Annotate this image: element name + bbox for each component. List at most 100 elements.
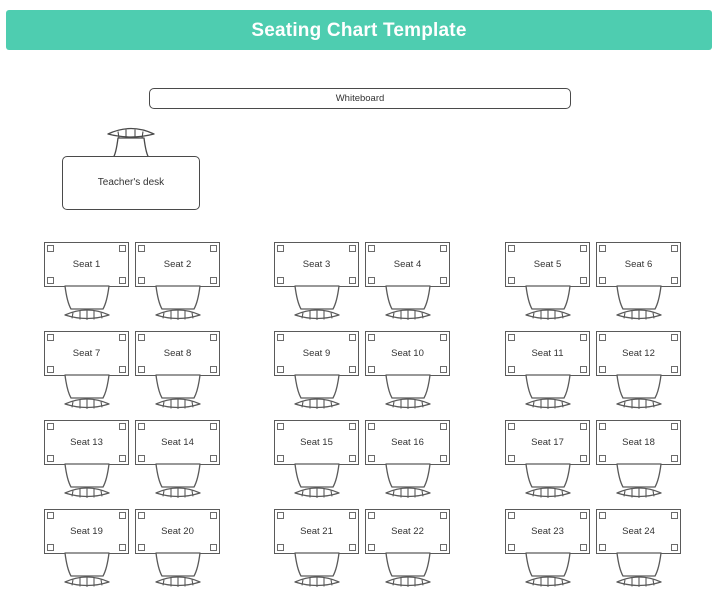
seat-desk-shape[interactable]: Seat 21 [274,509,359,554]
desk-corner-icon [599,334,606,341]
seat-unit[interactable]: Seat 19 [44,509,129,594]
seat-desk-shape[interactable]: Seat 23 [505,509,590,554]
seat-desk-shape[interactable]: Seat 1 [44,242,129,287]
seat-unit[interactable]: Seat 12 [596,331,681,416]
chair-icon[interactable] [287,463,347,501]
chair-icon[interactable] [378,552,438,590]
desk-corner-icon [671,245,678,252]
seat-desk-shape[interactable]: Seat 7 [44,331,129,376]
chair-icon[interactable] [518,463,578,501]
desk-corner-icon [210,245,217,252]
desk-corner-icon [671,512,678,519]
seat-unit[interactable]: Seat 15 [274,420,359,505]
chair-icon[interactable] [378,285,438,323]
chair-icon[interactable] [148,463,208,501]
seat-unit[interactable]: Seat 7 [44,331,129,416]
seat-desk-shape[interactable]: Seat 22 [365,509,450,554]
seat-unit[interactable]: Seat 3 [274,242,359,327]
seat-unit[interactable]: Seat 24 [596,509,681,594]
chair-icon[interactable] [609,463,669,501]
desk-corner-icon [349,277,356,284]
seat-label: Seat 18 [622,436,655,448]
desk-corner-icon [47,245,54,252]
chair-icon[interactable] [518,552,578,590]
seat-unit[interactable]: Seat 4 [365,242,450,327]
chair-icon[interactable] [518,285,578,323]
desk-corner-icon [368,245,375,252]
desk-corner-icon [47,366,54,373]
chair-icon[interactable] [57,374,117,412]
seat-unit[interactable]: Seat 13 [44,420,129,505]
chair-icon[interactable] [609,374,669,412]
seat-unit[interactable]: Seat 16 [365,420,450,505]
seat-label: Seat 9 [302,347,331,359]
seat-unit[interactable]: Seat 23 [505,509,590,594]
chair-icon[interactable] [287,374,347,412]
chair-icon[interactable] [148,552,208,590]
desk-corner-icon [599,512,606,519]
seat-unit[interactable]: Seat 5 [505,242,590,327]
seat-unit[interactable]: Seat 2 [135,242,220,327]
desk-corner-icon [508,544,515,551]
page-title: Seating Chart Template [251,19,467,41]
chair-icon[interactable] [378,463,438,501]
seat-desk-shape[interactable]: Seat 11 [505,331,590,376]
teacher-desk-shape[interactable]: Teacher's desk [62,156,200,210]
desk-corner-icon [210,334,217,341]
chair-icon[interactable] [148,374,208,412]
seat-desk-shape[interactable]: Seat 2 [135,242,220,287]
seat-unit[interactable]: Seat 22 [365,509,450,594]
chair-icon[interactable] [518,374,578,412]
whiteboard-shape[interactable]: Whiteboard [149,88,571,109]
seat-unit[interactable]: Seat 9 [274,331,359,416]
seat-desk-shape[interactable]: Seat 16 [365,420,450,465]
seat-unit[interactable]: Seat 18 [596,420,681,505]
seat-desk-shape[interactable]: Seat 18 [596,420,681,465]
chair-icon[interactable] [57,552,117,590]
desk-corner-icon [671,277,678,284]
seat-unit[interactable]: Seat 20 [135,509,220,594]
chair-icon[interactable] [609,285,669,323]
seat-unit[interactable]: Seat 11 [505,331,590,416]
desk-corner-icon [349,334,356,341]
seat-unit[interactable]: Seat 14 [135,420,220,505]
seat-unit[interactable]: Seat 17 [505,420,590,505]
chair-icon[interactable] [57,463,117,501]
seat-desk-shape[interactable]: Seat 3 [274,242,359,287]
seat-desk-shape[interactable]: Seat 12 [596,331,681,376]
chair-icon[interactable] [378,374,438,412]
desk-corner-icon [119,366,126,373]
chair-icon[interactable] [148,285,208,323]
desk-corner-icon [210,423,217,430]
seat-desk-shape[interactable]: Seat 6 [596,242,681,287]
seat-unit[interactable]: Seat 8 [135,331,220,416]
seat-desk-shape[interactable]: Seat 9 [274,331,359,376]
seat-desk-shape[interactable]: Seat 8 [135,331,220,376]
seat-desk-shape[interactable]: Seat 24 [596,509,681,554]
seat-desk-shape[interactable]: Seat 14 [135,420,220,465]
desk-corner-icon [368,423,375,430]
seat-desk-shape[interactable]: Seat 13 [44,420,129,465]
seat-unit[interactable]: Seat 1 [44,242,129,327]
seat-desk-shape[interactable]: Seat 4 [365,242,450,287]
seat-desk-shape[interactable]: Seat 15 [274,420,359,465]
desk-corner-icon [47,423,54,430]
teacher-chair-icon[interactable] [100,124,162,159]
chair-icon[interactable] [287,285,347,323]
seat-unit[interactable]: Seat 10 [365,331,450,416]
chair-icon[interactable] [57,285,117,323]
desk-corner-icon [671,455,678,462]
seat-unit[interactable]: Seat 21 [274,509,359,594]
seat-desk-shape[interactable]: Seat 5 [505,242,590,287]
seat-label: Seat 23 [531,525,564,537]
desk-corner-icon [138,277,145,284]
seat-desk-shape[interactable]: Seat 17 [505,420,590,465]
seat-unit[interactable]: Seat 6 [596,242,681,327]
chair-icon[interactable] [609,552,669,590]
seat-desk-shape[interactable]: Seat 20 [135,509,220,554]
chair-icon[interactable] [287,552,347,590]
seat-desk-shape[interactable]: Seat 10 [365,331,450,376]
seat-desk-shape[interactable]: Seat 19 [44,509,129,554]
desk-corner-icon [277,366,284,373]
